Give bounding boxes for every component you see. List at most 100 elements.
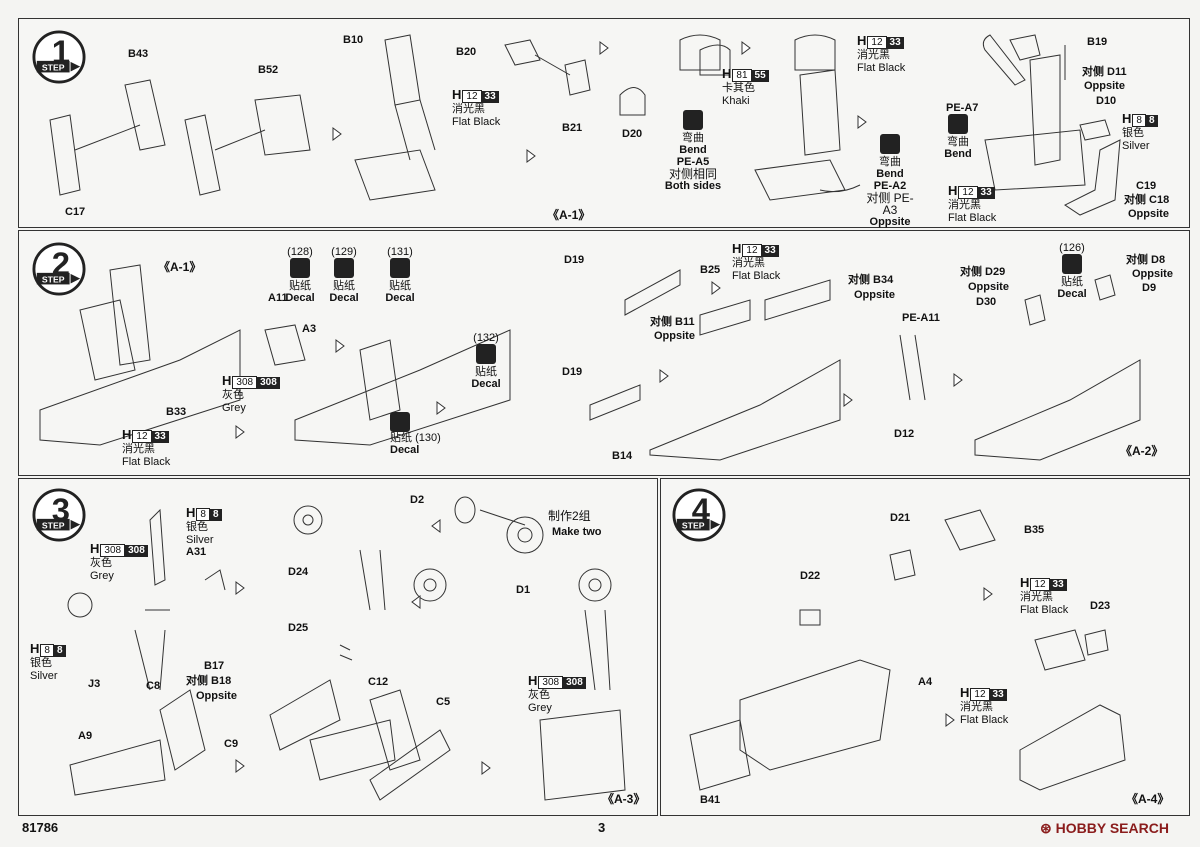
watermark: ⊛ HOBBY SEARCH xyxy=(1040,820,1169,837)
step1-seat-parts-drawing xyxy=(49,34,1121,216)
part-B25: B25 xyxy=(700,264,721,276)
part-D1: D1 xyxy=(516,584,531,596)
svg-text:3: 3 xyxy=(52,491,70,528)
watermark-text: HOBBY SEARCH xyxy=(1055,820,1169,836)
step1-panel xyxy=(18,18,1190,228)
part-D20: D20 xyxy=(622,128,643,140)
make-two-en: Make two xyxy=(552,526,602,538)
step2-arrows xyxy=(235,281,963,439)
part-D29-oppsite: Oppsite xyxy=(968,281,1009,293)
step4-panel xyxy=(660,478,1190,816)
ref-A-2: 《A-2》 xyxy=(1120,444,1164,458)
decal-icon xyxy=(476,344,496,364)
part-B19: B19 xyxy=(1087,36,1108,48)
part-B11: 对侧 B11 xyxy=(650,316,695,328)
watermark-logo-icon: ⊛ xyxy=(1040,820,1052,836)
decal-icon xyxy=(390,412,410,432)
part-B41: B41 xyxy=(700,794,721,806)
part-D19-a: D19 xyxy=(564,254,585,266)
part-C12: C12 xyxy=(368,676,389,688)
part-A31: A31 xyxy=(186,546,207,558)
part-D25: D25 xyxy=(288,622,309,634)
kit-number: 81786 xyxy=(22,820,59,835)
svg-text:1: 1 xyxy=(52,33,70,70)
part-D9: D9 xyxy=(1142,282,1157,294)
part-C19: C19 xyxy=(1136,180,1157,192)
part-B21: B21 xyxy=(562,122,583,134)
part-B35: B35 xyxy=(1024,524,1045,536)
part-D30: D30 xyxy=(976,296,997,308)
svg-text:STEP: STEP xyxy=(42,521,65,531)
decal-icon xyxy=(290,258,310,278)
svg-text:4: 4 xyxy=(692,491,711,528)
ref-A-1: 《A-1》 xyxy=(547,208,591,222)
part-B43: B43 xyxy=(128,48,149,60)
svg-text:STEP: STEP xyxy=(682,521,705,531)
ref-A-4: 《A-4》 xyxy=(1126,792,1170,806)
part-C18-oppsite: Oppsite xyxy=(1128,208,1169,220)
part-C8: C8 xyxy=(146,680,161,692)
step3-arrows xyxy=(235,519,491,775)
part-D22: D22 xyxy=(800,570,821,582)
part-J3: J3 xyxy=(88,678,101,690)
ref-A-3: 《A-3》 xyxy=(602,792,646,806)
step4-nose-bay-drawing xyxy=(689,509,1126,791)
part-D29: 对侧 D29 xyxy=(960,266,1006,278)
part-C18: 对侧 C18 xyxy=(1124,194,1170,206)
make-two-cn: 制作2组 xyxy=(548,509,591,523)
step2-cockpit-drawing xyxy=(39,264,1141,461)
part-D2: D2 xyxy=(410,494,425,506)
part-B14: B14 xyxy=(612,450,633,462)
part-D11-oppsite: Oppsite xyxy=(1084,80,1125,92)
part-B18: 对侧 B18 xyxy=(186,675,232,687)
part-B34-oppsite: Oppsite xyxy=(854,289,895,301)
svg-text:STEP: STEP xyxy=(42,275,65,285)
ref-A-1-input: 《A-1》 xyxy=(158,260,202,274)
part-B17: B17 xyxy=(204,660,225,672)
decal-icon xyxy=(334,258,354,278)
part-C9: C9 xyxy=(224,738,239,750)
part-A11: A11 xyxy=(268,292,288,304)
bend-icon xyxy=(880,134,900,154)
part-B33: B33 xyxy=(166,406,187,418)
decal-icon xyxy=(1062,254,1082,274)
part-D10: D10 xyxy=(1096,95,1117,107)
step3-gear-drawing xyxy=(67,496,626,801)
part-B52: B52 xyxy=(258,64,279,76)
part-PE-A11: PE-A11 xyxy=(902,312,940,324)
part-A9: A9 xyxy=(78,730,93,742)
step2-panel xyxy=(18,230,1190,476)
part-A3: A3 xyxy=(302,323,317,335)
part-C17: C17 xyxy=(65,206,86,218)
part-D8-oppsite: Oppsite xyxy=(1132,268,1173,280)
page-number: 3 xyxy=(598,820,606,835)
part-D11: 对侧 D11 xyxy=(1082,66,1127,78)
part-B10: B10 xyxy=(343,34,364,46)
step4-arrows xyxy=(945,587,993,727)
svg-text:2: 2 xyxy=(52,245,70,282)
step1-arrows xyxy=(332,41,867,353)
decal-icon xyxy=(390,258,410,278)
part-A4: A4 xyxy=(918,676,933,688)
